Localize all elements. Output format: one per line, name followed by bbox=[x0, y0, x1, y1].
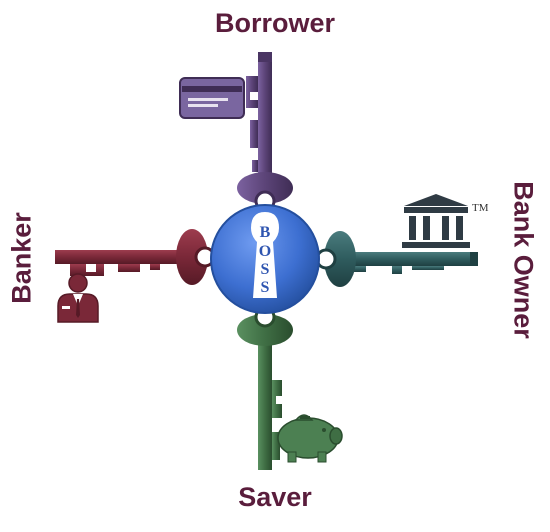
boss-letter-2: O bbox=[259, 243, 271, 260]
credit-card-icon bbox=[179, 77, 245, 119]
saver-label: Saver bbox=[238, 482, 312, 512]
boss-center-lock: B O S S bbox=[210, 204, 320, 314]
trademark-mark: TM bbox=[472, 202, 489, 214]
borrower-label: Borrower bbox=[214, 8, 336, 38]
bank-owner-key bbox=[315, 231, 478, 287]
boss-letter-3: S bbox=[261, 261, 270, 278]
bank-owner-label: Bank Owner bbox=[508, 181, 539, 339]
boss-letter-4: S bbox=[261, 279, 270, 296]
businessman-icon bbox=[57, 273, 99, 323]
keyhole-shape bbox=[251, 212, 279, 298]
borrower-key bbox=[237, 52, 293, 212]
piggy-bank-icon bbox=[277, 414, 343, 463]
bank-building-icon bbox=[402, 194, 470, 248]
boss-letter-1: B bbox=[260, 224, 271, 241]
banker-label: Banker bbox=[6, 212, 37, 304]
